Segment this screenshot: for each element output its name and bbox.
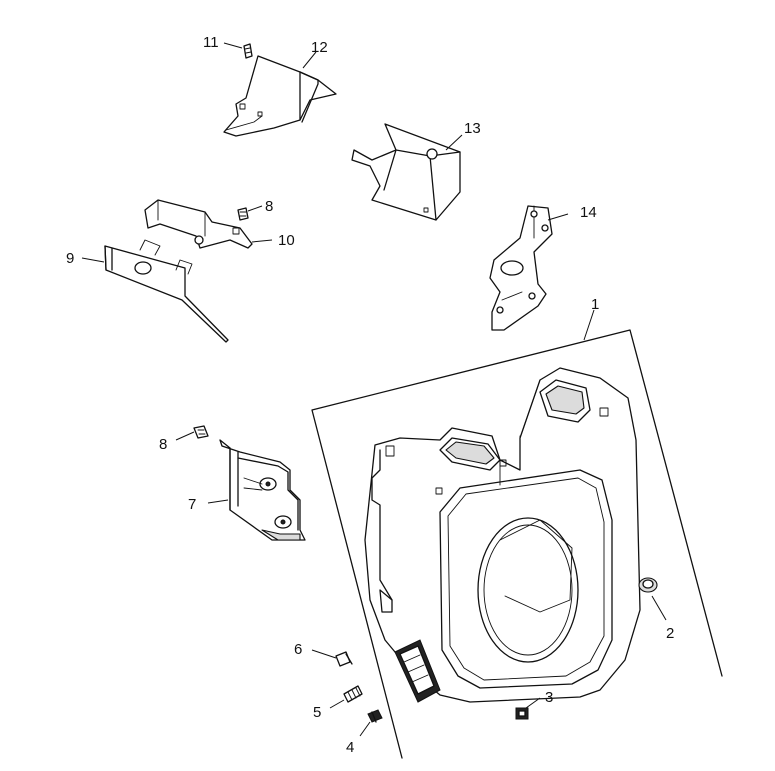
part-14-bracket — [489, 205, 569, 331]
callout-14: 14 — [580, 204, 597, 221]
callout-1: 1 — [591, 296, 599, 313]
callout-5: 5 — [313, 704, 321, 721]
part-5-screw — [329, 685, 363, 709]
callout-9: 9 — [66, 250, 74, 267]
part-1-outline-frame — [311, 329, 723, 759]
part-2-plug — [638, 577, 667, 621]
callout-11: 11 — [203, 34, 219, 51]
part-4-screw — [359, 709, 383, 737]
part-7-bracket — [207, 439, 306, 541]
part-8-screw-upper — [237, 205, 263, 221]
part-11-screw — [223, 42, 253, 59]
callout-13: 13 — [464, 120, 481, 137]
part-1-blower-housing — [311, 309, 723, 759]
callout-4: 4 — [346, 739, 354, 756]
callout-10: 10 — [278, 232, 295, 249]
part-12-shroud — [223, 51, 337, 137]
callout-7: 7 — [188, 496, 196, 513]
part-13-shroud — [351, 123, 463, 221]
callout-8-lower: 8 — [159, 436, 167, 453]
callout-8-upper: 8 — [265, 198, 273, 215]
part-10-baffle — [144, 199, 273, 249]
callout-12: 12 — [311, 39, 328, 56]
part-8-screw-lower — [175, 425, 209, 441]
callout-2: 2 — [666, 625, 674, 642]
callout-6: 6 — [294, 641, 302, 658]
part-6-screw — [311, 649, 353, 667]
part-9-baffle — [81, 239, 229, 343]
callout-3: 3 — [545, 689, 553, 706]
part-3-clip — [515, 697, 541, 720]
callout-labels: 1 2 3 4 5 6 7 8 8 9 10 11 12 13 14 — [66, 34, 674, 756]
callout-1-leader — [583, 309, 595, 341]
